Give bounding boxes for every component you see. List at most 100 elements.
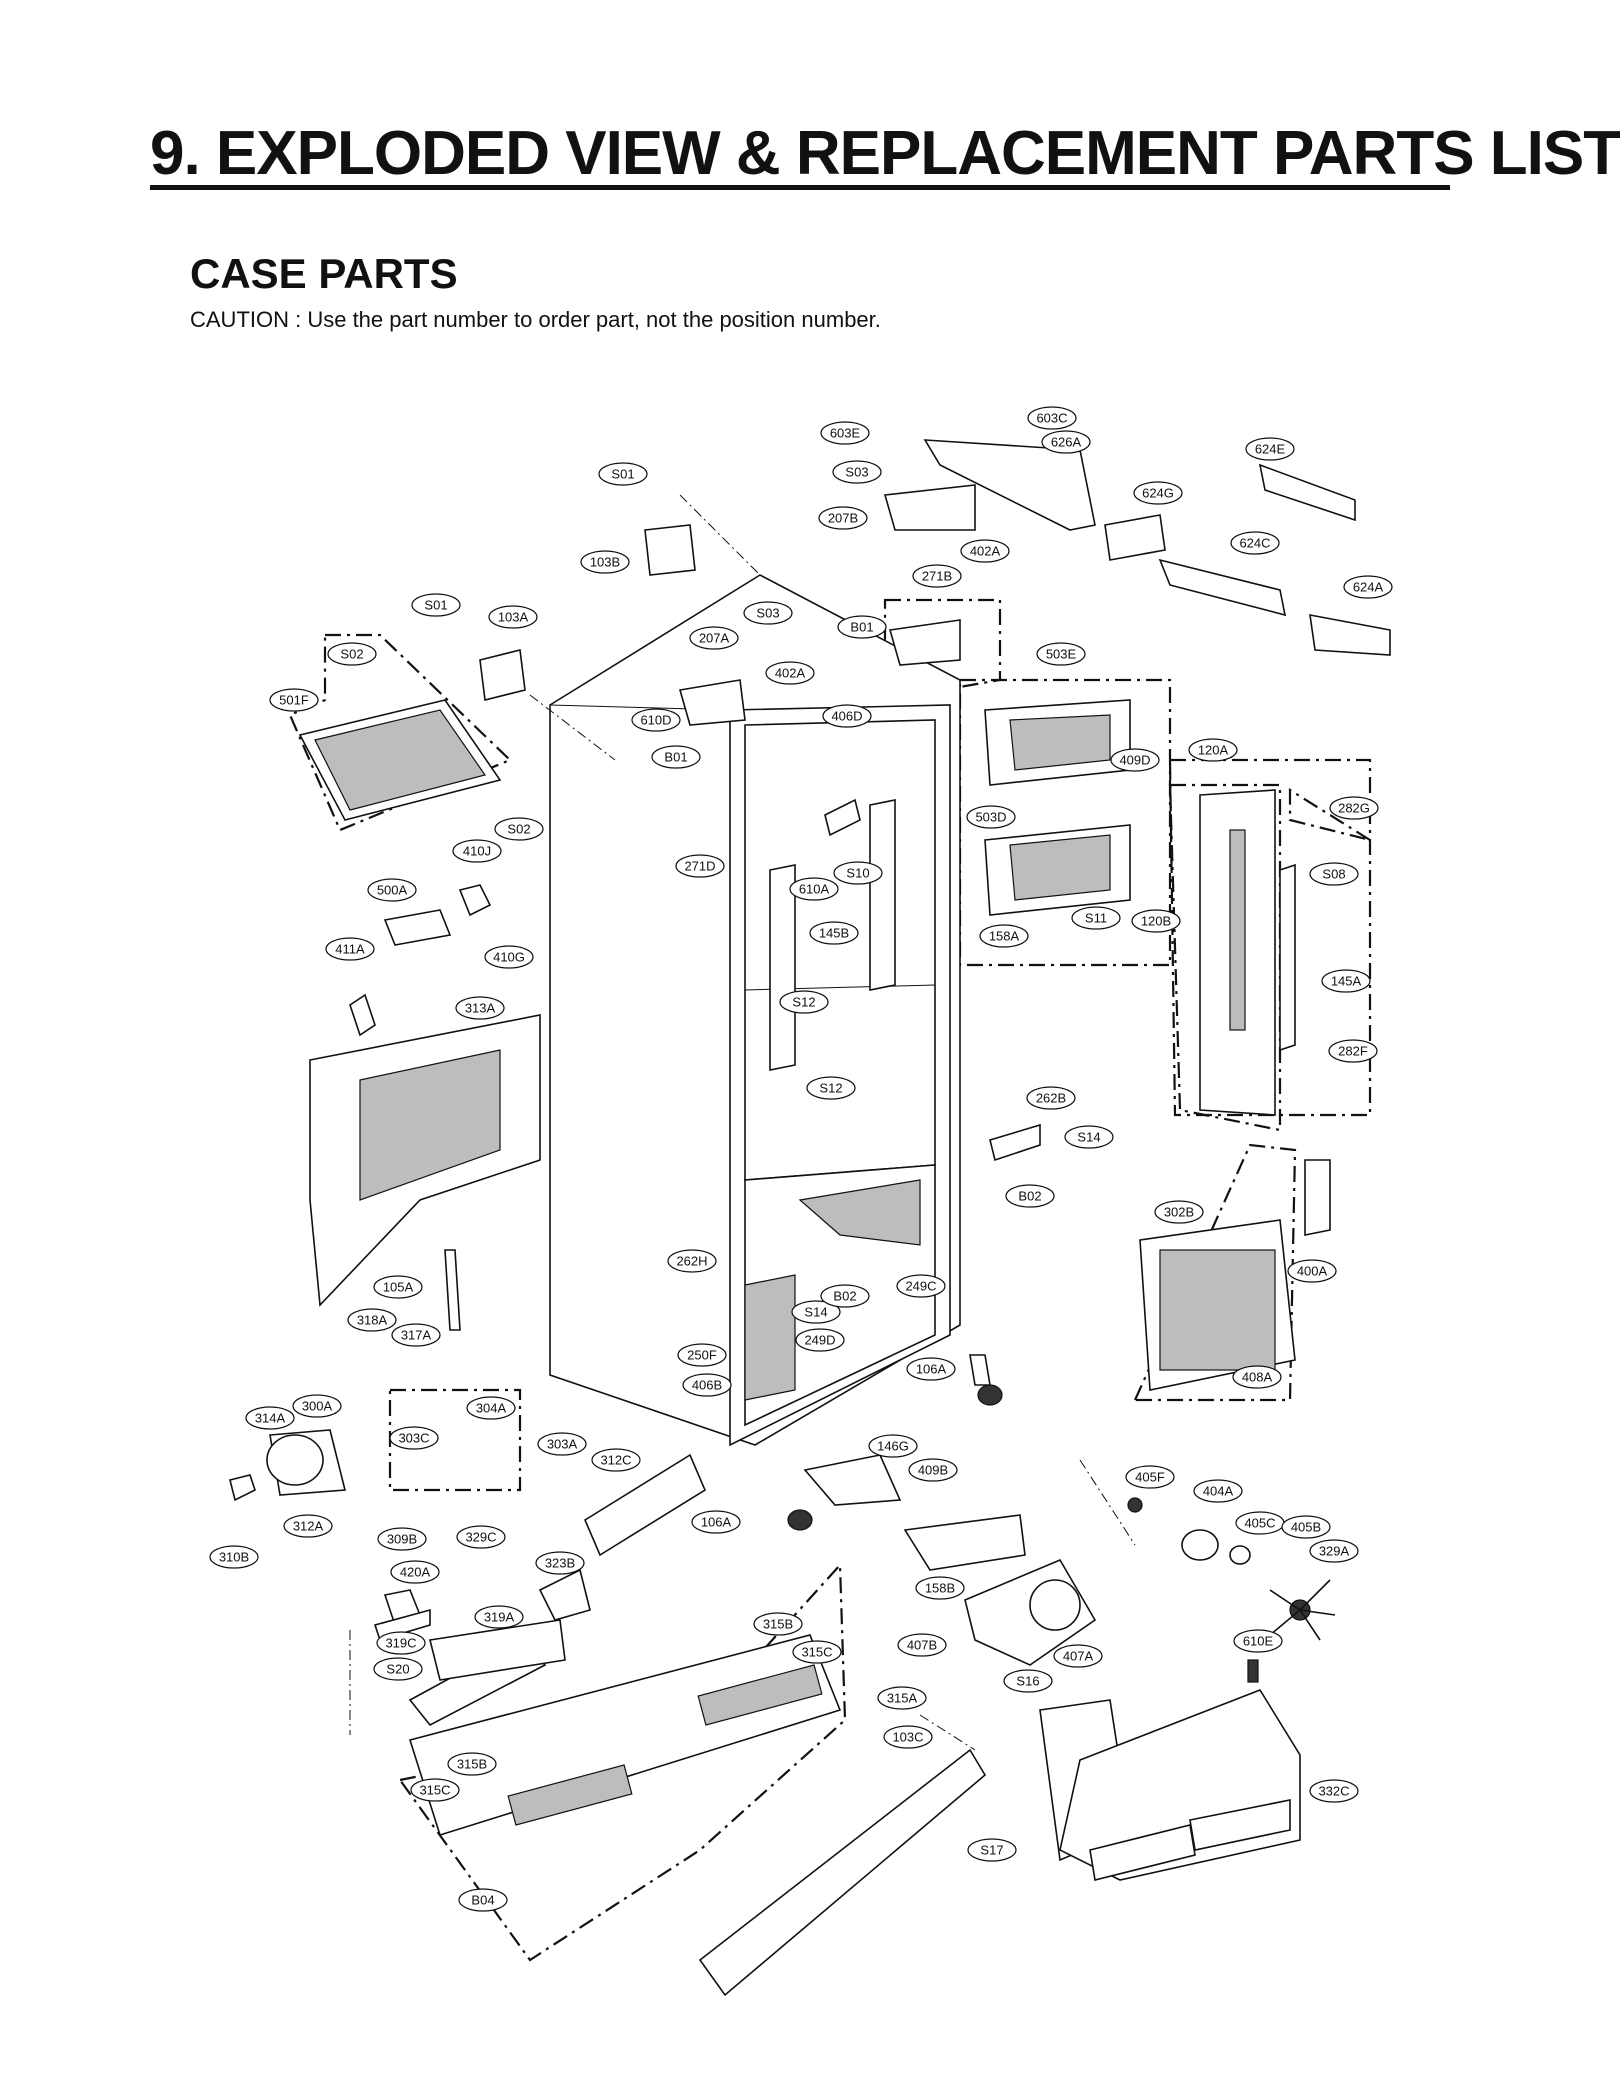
callout-text: S01 — [611, 467, 634, 482]
callout-329a: 329A — [1309, 1539, 1359, 1563]
callout-610e: 610E — [1233, 1629, 1283, 1653]
callout-text: 207B — [828, 511, 858, 526]
callout-text: B02 — [833, 1289, 856, 1304]
callout-text: 282G — [1338, 801, 1370, 816]
callout-text: 332C — [1318, 1784, 1349, 1799]
callout-500a: 500A — [367, 878, 417, 902]
callout-text: S03 — [756, 606, 779, 621]
callout-text: B02 — [1018, 1189, 1041, 1204]
callout-text: 271D — [684, 859, 715, 874]
callout-103a: 103A — [488, 605, 538, 629]
callout-319a: 319A — [474, 1605, 524, 1629]
callout-145b: 145B — [809, 921, 859, 945]
callout-404a: 404A — [1193, 1479, 1243, 1503]
callout-text: 624C — [1239, 536, 1270, 551]
callout-271b: 271B — [912, 564, 962, 588]
callout-text: 303C — [398, 1431, 429, 1446]
top-right-parts — [678, 439, 1391, 916]
callout-text: S03 — [845, 465, 868, 480]
callout-406b: 406B — [682, 1373, 732, 1397]
callout-s08: S08 — [1309, 862, 1359, 886]
callout-text: 408A — [1242, 1370, 1273, 1385]
callout-text: 145B — [819, 926, 849, 941]
callout-b02: B02 — [820, 1284, 870, 1308]
callout-text: 313A — [465, 1001, 496, 1016]
callout-text: 262H — [676, 1254, 707, 1269]
callout-text: 312A — [293, 1519, 324, 1534]
callout-text: 409B — [918, 1463, 948, 1478]
callout-120b: 120B — [1131, 909, 1181, 933]
page-heading: 9. EXPLODED VIEW & REPLACEMENT PARTS LIS… — [150, 119, 1620, 188]
callout-text: 404A — [1203, 1484, 1234, 1499]
callout-624g: 624G — [1133, 481, 1183, 505]
callout-411a: 411A — [325, 937, 375, 961]
callout-405c: 405C — [1235, 1511, 1285, 1535]
callout-407a: 407A — [1053, 1644, 1103, 1668]
callout-text: 103B — [590, 555, 620, 570]
callout-text: 309B — [387, 1532, 417, 1547]
callout-106a: 106A — [906, 1357, 956, 1381]
callout-s10: S10 — [833, 861, 883, 885]
callout-410g: 410G — [484, 945, 534, 969]
callout-318a: 318A — [347, 1308, 397, 1332]
callout-text: 304A — [476, 1401, 507, 1416]
callout-610a: 610A — [789, 877, 839, 901]
callout-s14: S14 — [791, 1300, 841, 1324]
callout-text: 250F — [687, 1348, 717, 1363]
callout-402a: 402A — [765, 661, 815, 685]
callout-text: 626A — [1051, 435, 1082, 450]
callout-text: S02 — [340, 647, 363, 662]
callout-s17: S17 — [967, 1838, 1017, 1862]
callout-146g: 146G — [868, 1434, 918, 1458]
callout-text: 271B — [922, 569, 952, 584]
callout-310b: 310B — [209, 1545, 259, 1569]
callout-text: S16 — [1016, 1674, 1039, 1689]
callout-s01: S01 — [411, 593, 461, 617]
callout-319c: 319C — [376, 1631, 426, 1655]
callout-s03: S03 — [832, 460, 882, 484]
callout-text: 610E — [1243, 1634, 1274, 1649]
callout-406d: 406D — [822, 704, 872, 728]
callout-s01: S01 — [598, 462, 648, 486]
callout-text: 402A — [775, 666, 806, 681]
callout-text: 329C — [465, 1530, 496, 1545]
callout-text: 146G — [877, 1439, 909, 1454]
callout-text: 410G — [493, 950, 525, 965]
callout-410j: 410J — [452, 839, 502, 863]
callout-text: 501F — [279, 693, 309, 708]
callout-text: S01 — [424, 598, 447, 613]
callout-text: S14 — [804, 1305, 827, 1320]
left-parts — [266, 524, 696, 1496]
callout-501f: 501F — [269, 688, 319, 712]
callout-text: 106A — [916, 1362, 947, 1377]
callout-315c: 315C — [792, 1640, 842, 1664]
callout-text: 406D — [831, 709, 862, 724]
callout-text: 407A — [1063, 1649, 1094, 1664]
callout-text: 319A — [484, 1610, 515, 1625]
callout-text: 407B — [907, 1638, 937, 1653]
callout-text: 420A — [400, 1565, 431, 1580]
heading-rule — [150, 185, 1450, 190]
callout-text: 120B — [1141, 914, 1171, 929]
callout-105a: 105A — [373, 1275, 423, 1299]
callout-text: 329A — [1319, 1544, 1350, 1559]
callout-text: 262B — [1036, 1091, 1066, 1106]
callout-s02: S02 — [327, 642, 377, 666]
callout-text: S11 — [1085, 911, 1107, 926]
callout-text: 103A — [498, 610, 529, 625]
callout-text: 603E — [830, 426, 861, 441]
callout-317a: 317A — [391, 1323, 441, 1347]
callout-text: 603C — [1036, 411, 1067, 426]
callout-b02: B02 — [1005, 1184, 1055, 1208]
callout-b04: B04 — [458, 1888, 508, 1912]
callout-304a: 304A — [466, 1396, 516, 1420]
callout-text: 310B — [219, 1550, 249, 1565]
callout-s16: S16 — [1003, 1669, 1053, 1693]
callout-s03: S03 — [743, 601, 793, 625]
callout-text: S10 — [846, 866, 869, 881]
callout-313a: 313A — [455, 996, 505, 1020]
callout-s11: S11 — [1071, 906, 1121, 930]
callout-text: 158B — [925, 1581, 955, 1596]
callout-300a: 300A — [292, 1394, 342, 1418]
